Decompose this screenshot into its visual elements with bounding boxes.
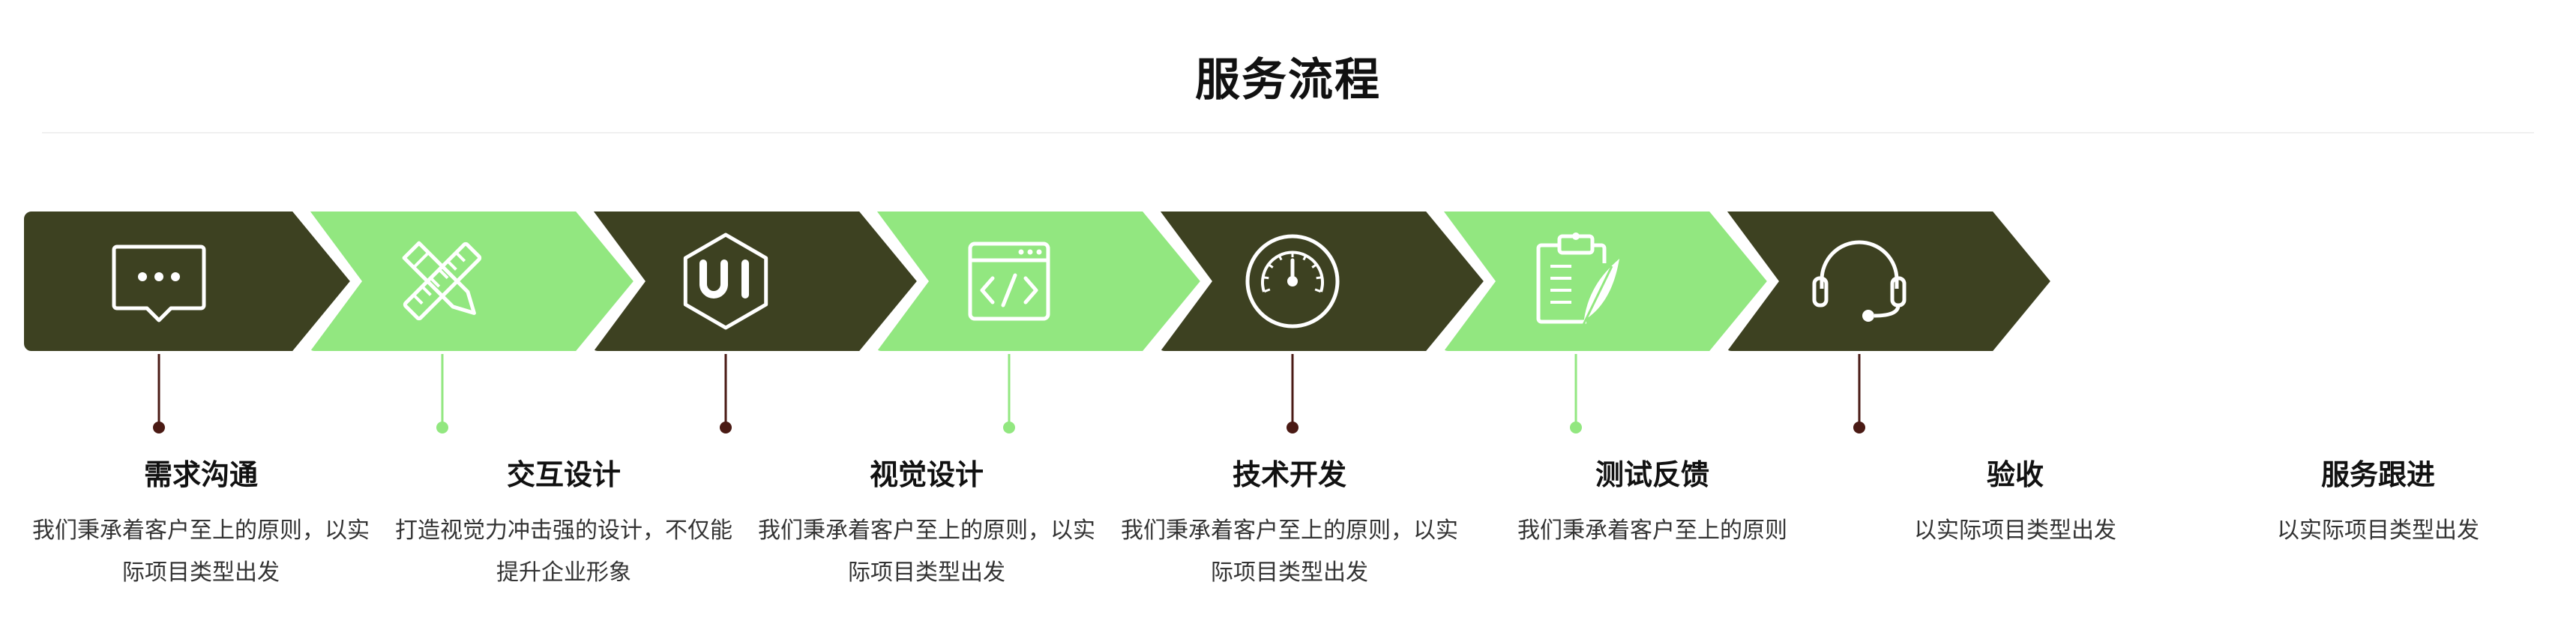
step-connector-dot [720,422,732,434]
clipboard-feather-icon [1536,232,1619,328]
step-description: 我们秉承着客户至上的原则，以实际项目类型出发 [32,518,370,586]
step-title: 技术开发 [1232,458,1347,491]
step-description: 以实际项目类型出发 [2277,518,2479,544]
step-description: 以实际项目类型出发 [1914,518,2116,544]
step-connector-dot [1287,422,1298,434]
step-title: 验收 [1986,458,2044,491]
step-connector-dot [1003,422,1015,434]
step-description: 我们秉承着客户至上的原则，以实际项目类型出发 [1121,518,1458,586]
step-title: 视觉设计 [869,458,984,491]
step-arrow-7 [1715,206,2059,364]
step-description: 打造视觉力冲击强的设计，不仅能提升企业形象 [395,518,732,586]
ui-hexagon-icon [683,232,768,330]
step-description: 我们秉承着客户至上的原则，以实际项目类型出发 [758,518,1095,586]
headset-icon [1812,240,1907,322]
step-title: 交互设计 [506,458,622,491]
step-description: 我们秉承着客户至上的原则 [1517,518,1787,544]
step-connector-dot [1853,422,1865,434]
step-title: 需求沟通 [143,458,259,491]
chat-bubble-icon [112,244,206,322]
step-connector-dot [1570,422,1582,434]
step-title: 测试反馈 [1595,458,1710,491]
page-title: 服务流程 [1195,54,1381,106]
step-connector-dot [436,422,448,434]
code-window-icon [968,242,1050,321]
step-connector-dot [153,422,165,434]
gauge-icon [1245,234,1340,328]
step-title: 服务跟进 [2320,458,2436,491]
pencil-ruler-icon [402,241,482,321]
step-arrow-2 [298,206,642,364]
title-divider [42,132,2534,134]
step-arrow-3 [582,206,925,364]
step-arrow-1 [18,206,358,357]
step-arrow-4 [865,206,1209,364]
